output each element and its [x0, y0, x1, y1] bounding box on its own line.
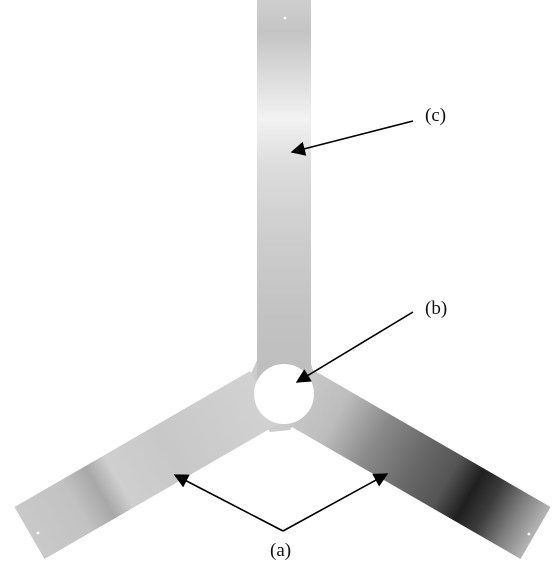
- label-a: (a): [270, 540, 291, 561]
- arrow-b: [295, 311, 414, 383]
- left-tip-dot: [36, 531, 40, 535]
- arrow-a-right: [282, 473, 389, 532]
- top-tip-dot: [283, 16, 287, 20]
- arrow-c: [290, 120, 414, 156]
- arrow-a-left: [173, 474, 284, 532]
- left-arm: [14, 371, 280, 559]
- right-arm: [285, 371, 551, 559]
- central-hole: [254, 364, 314, 424]
- vertical-arm: [257, 0, 311, 398]
- right-tip-dot: [527, 532, 531, 536]
- label-c: (c): [425, 105, 446, 126]
- label-b: (b): [425, 298, 447, 319]
